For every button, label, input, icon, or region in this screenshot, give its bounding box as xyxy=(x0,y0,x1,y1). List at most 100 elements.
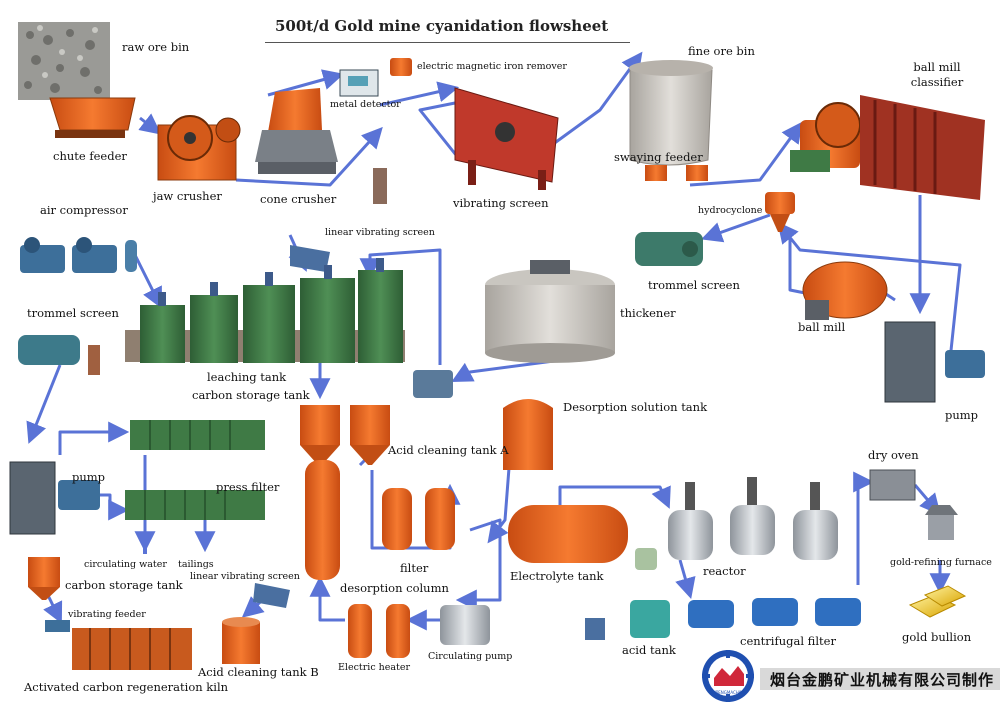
iron-remover-device xyxy=(373,58,412,204)
label-raw-ore-bin: raw ore bin xyxy=(122,40,190,54)
desorption-column-vessel xyxy=(305,460,340,580)
flow-arrow xyxy=(675,559,696,600)
electrolyte-tank-vessel xyxy=(508,505,657,570)
jaw-crusher-machine xyxy=(157,115,241,181)
label-thickener: thickener xyxy=(620,306,676,320)
label-carbon-storage-tank-bottom: carbon storage tank xyxy=(65,578,183,592)
chute-feeder-machine xyxy=(49,97,136,138)
flow-arrow xyxy=(379,81,460,107)
leaching-tanks xyxy=(125,258,405,363)
label-tailings: tailings xyxy=(178,559,214,570)
flow-arrow xyxy=(359,248,442,365)
label-dry-oven: dry oven xyxy=(868,448,919,462)
company-name: 烟台金鹏矿业机械有限公司制作 xyxy=(770,671,995,689)
label-metal-detector: metal detector xyxy=(330,99,401,110)
label-circulating-pump: Circulating pump xyxy=(428,651,513,662)
label-vibrating-screen: vibrating screen xyxy=(453,196,549,210)
label-vibrating-feeder: vibrating feeder xyxy=(68,609,146,620)
label-chute-feeder: chute feeder xyxy=(53,149,127,163)
label-centrifugal-filter: centrifugal filter xyxy=(740,634,836,648)
label-desorption-column: desorption column xyxy=(340,581,449,595)
carbon-storage-tanks-top xyxy=(300,405,390,465)
circulating-water-tailings-outlets xyxy=(143,548,147,554)
flow-arrow xyxy=(487,454,512,544)
electric-heater-vessels xyxy=(348,604,410,658)
linear-vibrating-screen-bottom-machine xyxy=(253,583,290,608)
reactor-vessels xyxy=(668,477,838,560)
label-trommel-screen-left: trommel screen xyxy=(27,306,119,320)
label-carbon-storage-tank-top: carbon storage tank xyxy=(192,388,310,402)
metal-detector-device xyxy=(339,69,379,97)
label-linear-vibrating-screen-bottom: linear vibrating screen xyxy=(190,571,300,582)
label-reactor: reactor xyxy=(703,564,746,578)
filter-vessels xyxy=(382,488,455,550)
label-filter: filter xyxy=(400,561,429,575)
label-swaying-feeder: swaying feeder xyxy=(614,150,703,164)
trommel-screen-left-machine xyxy=(18,335,100,375)
ball-mill-classifier-machine xyxy=(790,95,985,200)
flow-arrow xyxy=(689,121,803,187)
label-gold-refining-furnace: gold-refining furnace xyxy=(890,557,992,568)
flow-arrow xyxy=(235,126,383,187)
label-desorption-solution-tank: Desorption solution tank xyxy=(563,400,708,414)
flow-arrow xyxy=(26,364,62,444)
label-air-compressor: air compressor xyxy=(40,203,128,217)
label-pump-left: pump xyxy=(72,470,106,484)
label-circulating-water: circulating water xyxy=(84,559,167,570)
label-fine-ore-bin: fine ore bin xyxy=(688,44,755,58)
desorption-solution-tank-vessel xyxy=(503,399,553,470)
label-electrolyte-tank: Electrolyte tank xyxy=(510,569,604,583)
flow-arrow xyxy=(58,421,130,455)
label-carbon-regeneration-kiln: Activated carbon regeneration kiln xyxy=(24,680,229,694)
flow-arrow xyxy=(558,485,671,509)
label-linear-vibrating-screen-top: linear vibrating screen xyxy=(325,227,435,238)
press-filter-machines xyxy=(125,420,265,520)
acid-tank-unit xyxy=(585,600,670,640)
diagram-title: 500t/d Gold mine cyanidation flowsheet xyxy=(275,17,609,35)
label-electric-heater: Electric heater xyxy=(338,662,411,673)
acid-cleaning-tank-b-vessel xyxy=(222,617,260,664)
swaying-feeder-machines xyxy=(645,165,708,181)
thickener-tank xyxy=(485,260,615,363)
trommel-screen-right-machine xyxy=(635,232,703,266)
label-press-filter: press filter xyxy=(216,480,280,494)
flow-arrow xyxy=(138,113,162,135)
label-ball-mill: ball mill xyxy=(798,320,846,334)
vibrating-feeder-and-kiln xyxy=(45,620,192,670)
label-hydrocyclone: hydrocyclone xyxy=(698,205,763,216)
dry-oven-unit xyxy=(869,469,916,501)
company-logo-icon: JINPENGMACHINE xyxy=(702,650,754,702)
label-iron-remover: electric magnetic iron remover xyxy=(417,61,567,72)
label-trommel-screen-right: trommel screen xyxy=(648,278,740,292)
footer-band xyxy=(760,668,1000,690)
label-pump-right: pump xyxy=(945,408,979,422)
pump-left-unit xyxy=(9,461,100,535)
label-acid-tank: acid tank xyxy=(622,643,676,657)
label-acid-cleaning-tank-b: Acid cleaning tank B xyxy=(198,665,319,679)
hydrocyclone-device xyxy=(765,192,795,232)
gold-bullion-bars xyxy=(908,585,967,618)
label-leaching-tank: leaching tank xyxy=(207,370,287,384)
air-compressor-units xyxy=(20,237,137,273)
pump-right-unit xyxy=(884,321,985,403)
label-ball-mill-classifier: ball mill classifier xyxy=(910,60,964,89)
cone-crusher-machine xyxy=(255,88,338,174)
fine-ore-bin xyxy=(629,60,713,166)
slurry-pump-unit xyxy=(413,370,453,398)
gold-refining-furnace-unit xyxy=(925,505,958,540)
flow-arrow xyxy=(309,575,345,622)
centrifugal-filter-units xyxy=(688,598,861,628)
label-gold-bullion: gold bullion xyxy=(902,630,972,644)
label-acid-cleaning-tank-a: Acid cleaning tank A xyxy=(388,443,509,457)
linear-vibrating-screen-top-machine xyxy=(290,245,330,272)
logo-text: JINPENGMACHINE xyxy=(710,690,746,695)
flow-arrow xyxy=(853,471,875,585)
raw-ore-bin xyxy=(18,22,110,100)
flow-arrow xyxy=(418,98,471,161)
vibrating-screen-machine xyxy=(454,87,559,190)
label-jaw-crusher: jaw crusher xyxy=(153,189,222,203)
carbon-storage-tank-bottom-vessel xyxy=(28,557,60,600)
flow-arrow xyxy=(455,518,502,611)
flow-arrow xyxy=(701,213,771,243)
